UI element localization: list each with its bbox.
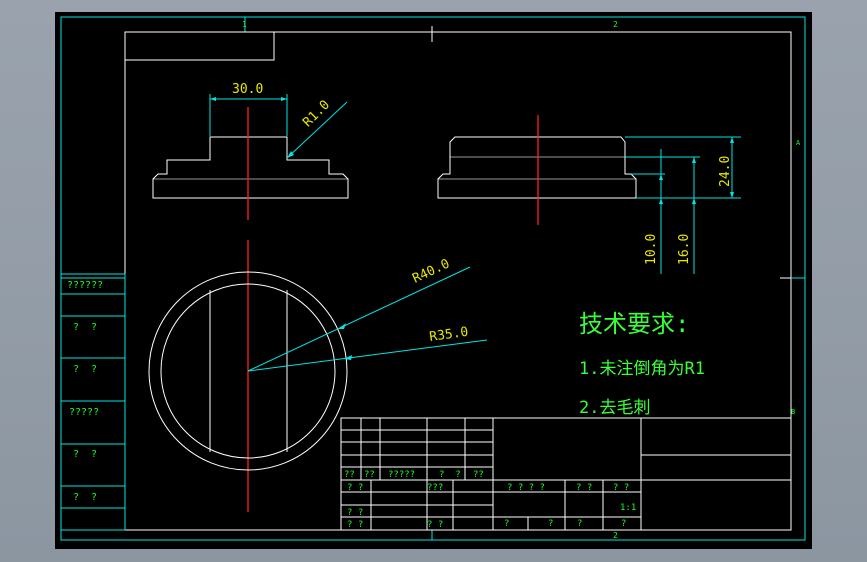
zone-label-b: B bbox=[791, 408, 795, 416]
front-view-outline bbox=[152, 136, 349, 199]
notes-heading: 技术要求: bbox=[579, 310, 689, 338]
title-cell: ? ? bbox=[439, 470, 461, 480]
dim-r1 bbox=[286, 101, 348, 159]
dim-label-r1: R1.0 bbox=[300, 98, 333, 131]
dim-label-24: 24.0 bbox=[718, 156, 733, 187]
title-block bbox=[340, 417, 792, 531]
side-stamp-cell: ? ? bbox=[73, 449, 97, 460]
title-cell: ?? bbox=[344, 470, 355, 480]
side-view-outline bbox=[437, 136, 637, 199]
side-stamp bbox=[60, 273, 126, 531]
dim-label-r40: R40.0 bbox=[410, 256, 452, 286]
title-cell: ? bbox=[621, 519, 626, 529]
dim-r35 bbox=[247, 339, 488, 372]
dim-r40 bbox=[247, 266, 471, 372]
title-cell: ?? bbox=[473, 470, 484, 480]
title-cell: ??? bbox=[427, 483, 443, 493]
side-stamp-cell: ?????? bbox=[67, 280, 103, 291]
dim-heights bbox=[625, 136, 741, 274]
code-box bbox=[124, 31, 275, 61]
side-stamp-cell: ? ? bbox=[73, 492, 97, 503]
title-cell: ????? bbox=[388, 470, 415, 480]
title-cell: ? bbox=[504, 519, 509, 529]
title-cell: ? ? ? ? bbox=[507, 483, 545, 493]
top-view bbox=[148, 271, 348, 471]
title-cell: ? ? bbox=[347, 483, 363, 493]
title-cell: ? ? bbox=[427, 520, 443, 530]
notes-line-2: 2.去毛刺 bbox=[579, 398, 650, 418]
dim-label-30: 30.0 bbox=[232, 82, 263, 97]
title-cell: ? ? bbox=[347, 508, 363, 518]
zone-label-top-2: 2 bbox=[613, 20, 618, 29]
dim-label-16: 16.0 bbox=[677, 234, 692, 265]
title-cell: ? ? bbox=[347, 520, 363, 530]
zone-label-a: A bbox=[796, 139, 801, 147]
outer-circle bbox=[148, 271, 348, 471]
side-stamp-cell: ? ? bbox=[73, 322, 97, 333]
drawing-sheet: 1 2 2 A B 30.0 R1.0 2 bbox=[55, 12, 812, 549]
zone-label-top-1: 1 bbox=[242, 20, 247, 29]
dim-label-r35: R35.0 bbox=[428, 325, 469, 345]
title-cell: ? ? bbox=[576, 483, 592, 493]
inner-circle bbox=[160, 283, 336, 459]
zone-label-bottom-2: 2 bbox=[613, 531, 618, 540]
dim-30 bbox=[209, 94, 288, 136]
title-scale: 1:1 bbox=[620, 503, 636, 513]
cad-drawing: 1 2 2 A B 30.0 R1.0 2 bbox=[60, 16, 806, 541]
side-stamp-cell: ? ? bbox=[73, 364, 97, 375]
notes-line-1: 1.未注倒角为R1 bbox=[579, 359, 705, 379]
title-cell: ? bbox=[548, 519, 553, 529]
side-view bbox=[437, 136, 637, 199]
title-cell: ?? bbox=[364, 470, 375, 480]
dim-label-10: 10.0 bbox=[644, 234, 659, 265]
front-view bbox=[152, 136, 349, 199]
title-cell: ? bbox=[577, 519, 582, 529]
side-stamp-cell: ????? bbox=[69, 407, 99, 418]
title-cell: ? ? bbox=[613, 483, 629, 493]
